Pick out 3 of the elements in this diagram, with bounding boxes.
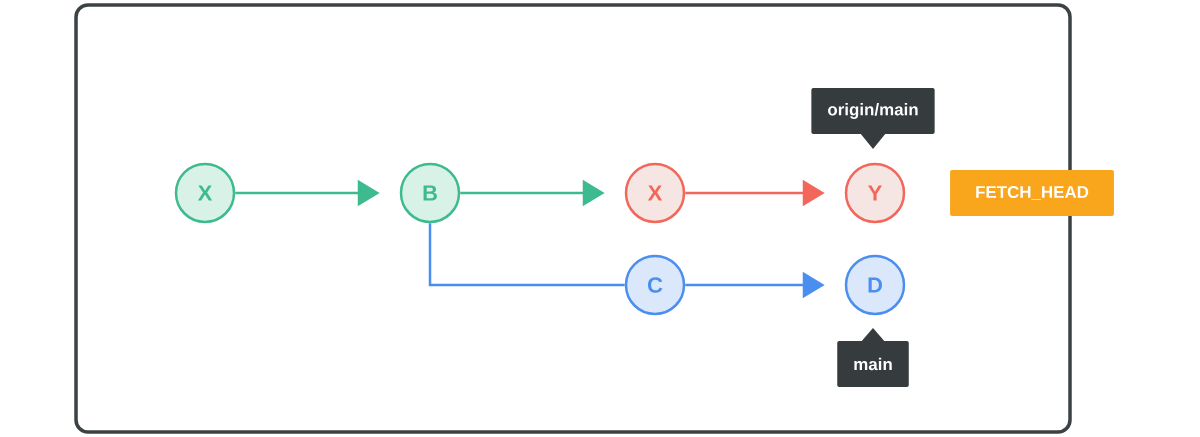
- branch-tag: main: [837, 328, 909, 387]
- branch-tag: origin/main: [811, 88, 935, 149]
- ref-label: FETCH_HEAD: [950, 170, 1114, 216]
